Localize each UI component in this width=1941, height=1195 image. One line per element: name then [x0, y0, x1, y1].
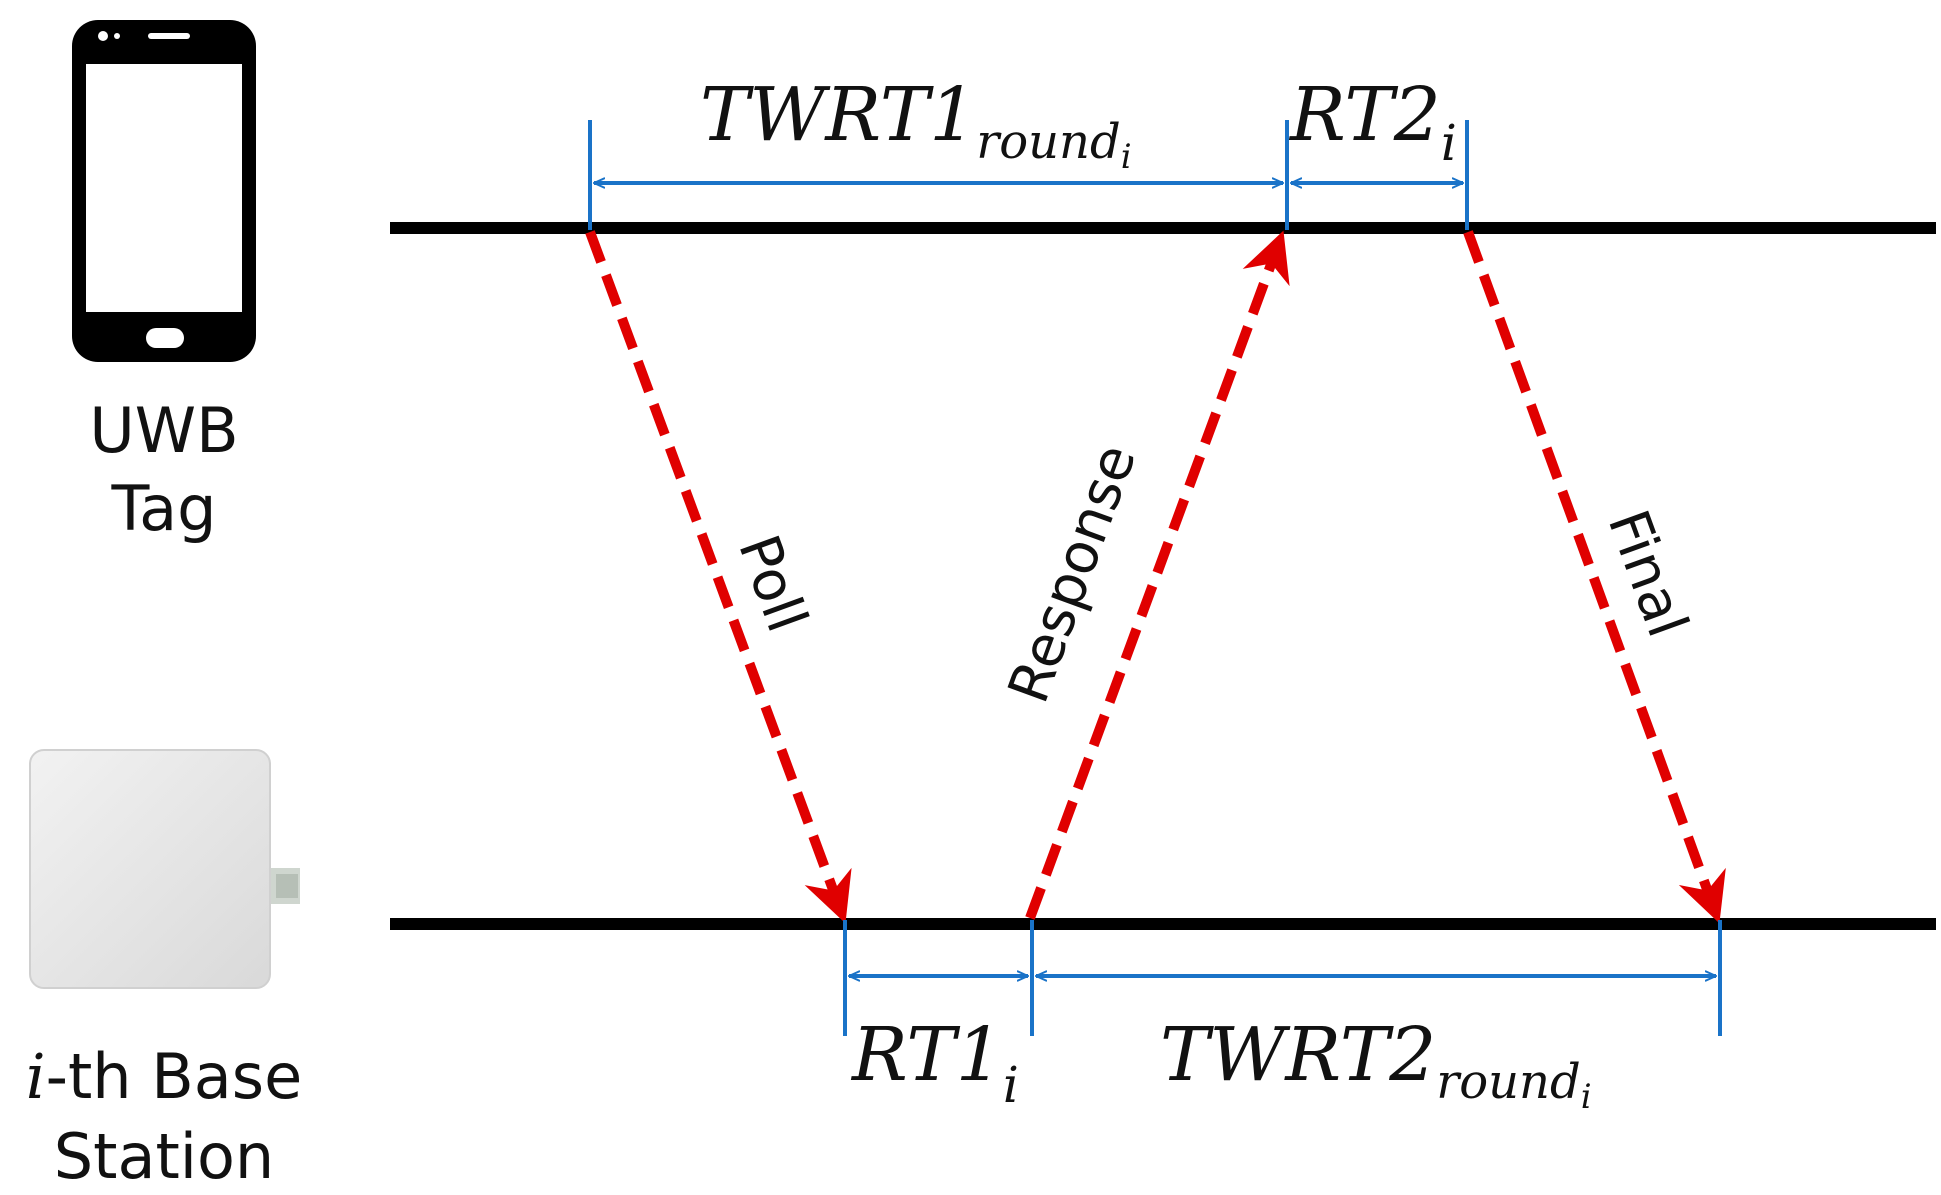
smartphone-icon	[72, 20, 256, 362]
rt2-label-sub: i	[1441, 114, 1457, 172]
rt2-label: RT2i	[1288, 72, 1457, 172]
rt1-label-main: RT1	[850, 1012, 1003, 1098]
twrt2-label-subsub: i	[1581, 1077, 1592, 1117]
twrt1-label-main: TWRT1	[700, 72, 976, 158]
base-label-line2: Station	[54, 1120, 274, 1193]
twrt1-label-subsub: i	[1121, 137, 1132, 177]
rt1-label: RT1i	[850, 1012, 1019, 1114]
tag-label-line1: UWB	[89, 394, 238, 467]
rt1-label-sub: i	[1003, 1056, 1019, 1114]
base-label-line1: i-th Base	[26, 1040, 303, 1113]
twrt1-label-sub: round	[976, 114, 1120, 170]
final-arrow	[1463, 230, 1726, 924]
twrt2-label: TWRT2roundi	[1160, 1012, 1592, 1117]
twrt2-label-sub: round	[1436, 1054, 1580, 1110]
base-station-icon	[29, 749, 300, 989]
twrt2-label-main: TWRT2	[1160, 1012, 1436, 1098]
poll-arrow	[585, 230, 852, 924]
rt2-label-main: RT2	[1288, 72, 1441, 158]
response-label: Response	[996, 436, 1149, 711]
base-label-index: i	[26, 1040, 46, 1113]
twrt1-label: TWRT1roundi	[700, 72, 1132, 177]
response-arrow	[1025, 230, 1290, 920]
tag-label-line2: Tag	[111, 472, 217, 545]
base-label-line1-rest: -th Base	[46, 1040, 303, 1113]
